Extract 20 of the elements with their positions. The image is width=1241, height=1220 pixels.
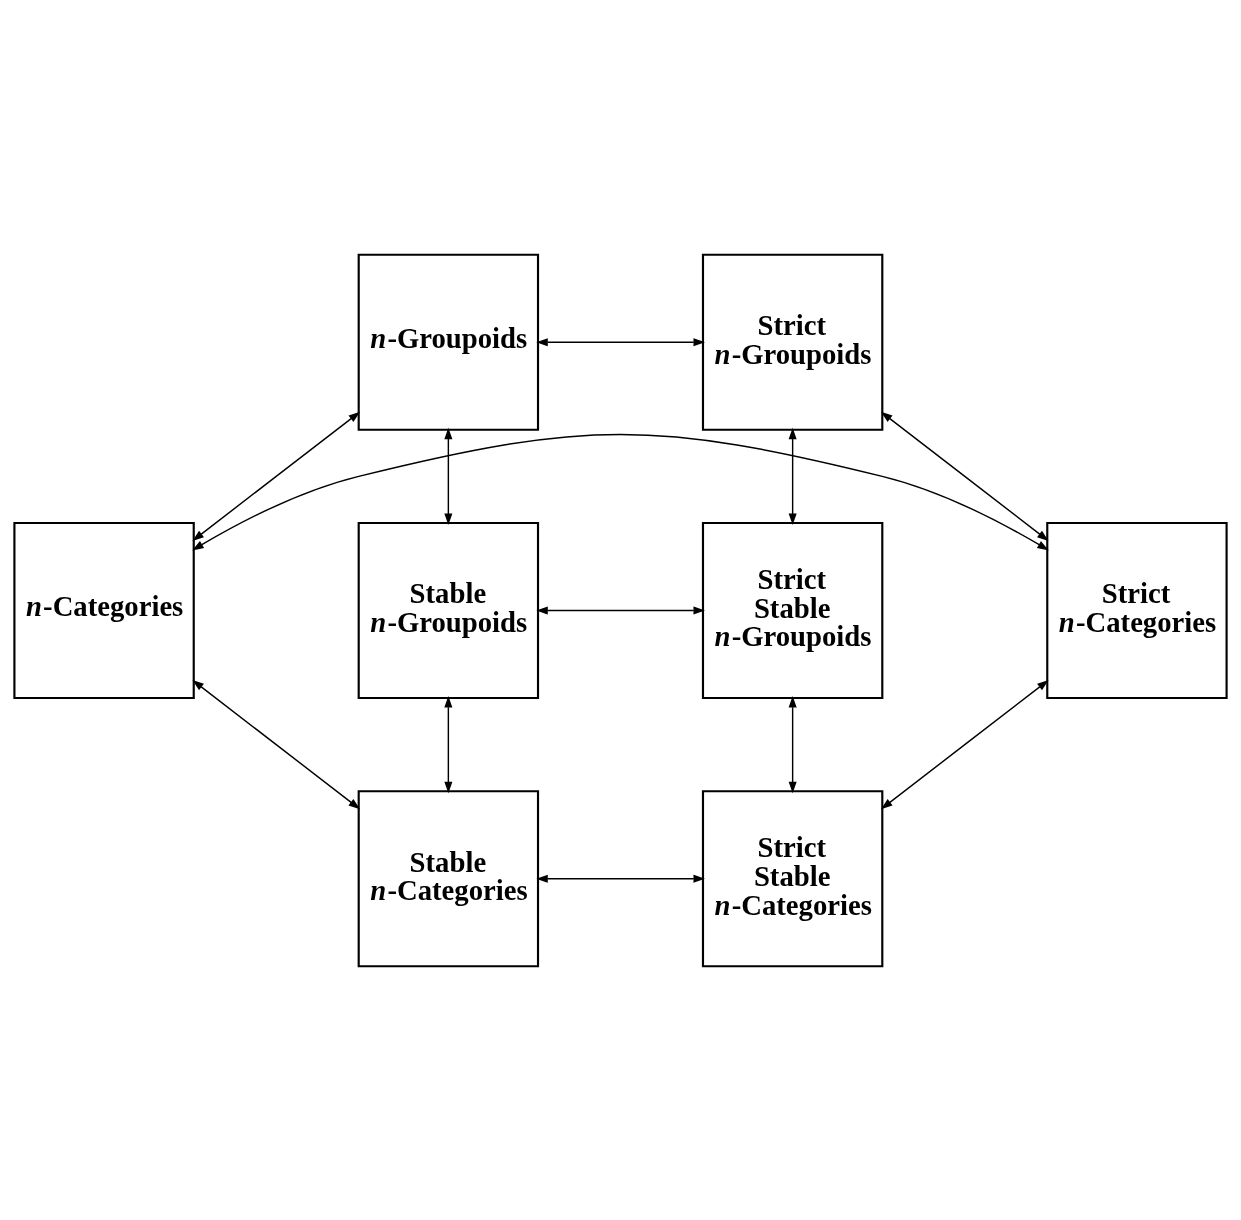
arrow [536, 874, 705, 883]
node-box: n-Groupoids [357, 253, 540, 431]
arrow [881, 679, 1049, 809]
arrow [192, 411, 361, 541]
arrow [788, 695, 797, 793]
node-box: Stable n-Categories [357, 789, 540, 967]
arrow [536, 606, 705, 614]
node-box: Strict Stable n-Groupoids [701, 521, 884, 699]
arrow [192, 433, 1049, 550]
arrow [444, 695, 453, 793]
arrow [880, 411, 1049, 541]
node-box: Stable n-Groupoids [357, 521, 540, 699]
node-box: Strict Stable n-Categories [701, 789, 884, 967]
arrow [444, 427, 453, 525]
arrow [788, 427, 797, 525]
arrow [192, 679, 360, 809]
arrow [536, 337, 705, 346]
node-box: Strict n-Categories [1046, 521, 1228, 699]
node-box: Strict n-Groupoids [701, 253, 884, 431]
node-box: n-Categories [13, 521, 195, 699]
